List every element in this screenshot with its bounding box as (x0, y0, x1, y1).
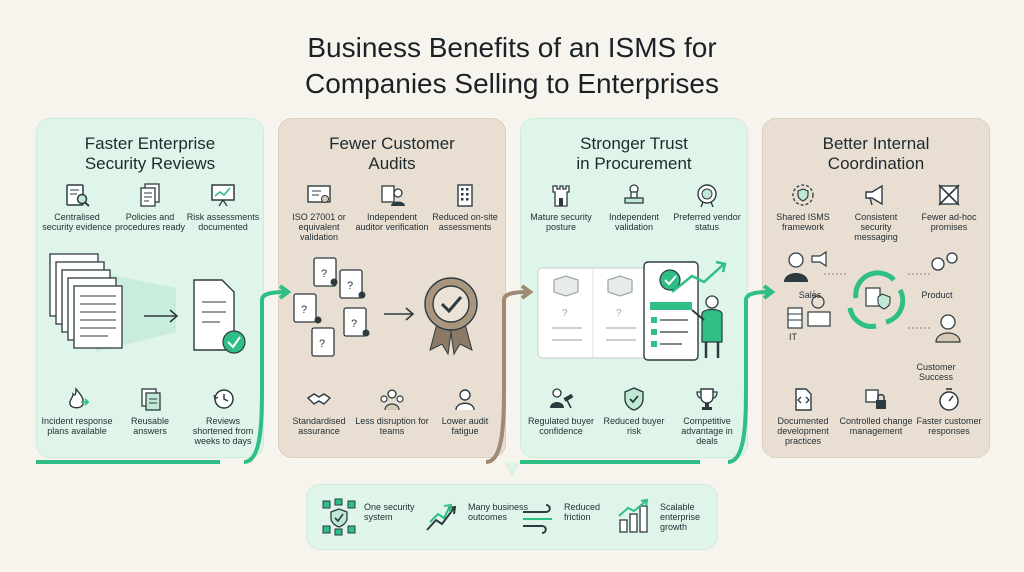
benefit-item: Regulated buyer confidence (524, 386, 598, 436)
summary-bar: One security system Many business outcom… (306, 484, 718, 550)
trophy-icon (696, 388, 718, 410)
benefit-item: Reusable answers (113, 386, 187, 436)
svg-text:?: ? (351, 318, 357, 330)
presentation-chart-icon (211, 184, 235, 207)
title-line-1: Business Benefits of an ISMS for (307, 32, 717, 63)
person-icon (455, 389, 475, 411)
benefit-item: Lower audit fatigue (428, 386, 502, 436)
benefit-item: Independent auditor verification (355, 182, 429, 232)
benefit-item: Competitive advantage in deals (670, 386, 744, 446)
role-it: IT (789, 332, 797, 342)
svg-text:?: ? (319, 338, 325, 350)
svg-text:?: ? (562, 308, 568, 319)
benefit-item: Consistent security messaging (839, 182, 913, 242)
benefit-item: Faster customer responses (912, 386, 986, 436)
clipboards-to-seal-illustration: ????? (293, 257, 478, 357)
building-icon (457, 184, 473, 207)
benefit-item: Mature security posture (524, 182, 598, 232)
benefit-item: Documented development practices (766, 386, 840, 446)
certificate-icon (307, 185, 331, 203)
benefit-item: Controlled change management (839, 386, 913, 436)
stamp-icon (624, 184, 644, 204)
network-shield-icon (322, 498, 356, 536)
auditor-icon (381, 185, 405, 206)
benefit-item: Less disruption for teams (355, 386, 429, 436)
role-sales: Sales (798, 290, 822, 300)
clock-history-icon (213, 389, 234, 409)
vendor-badge-icon (697, 184, 717, 208)
panel-title: Fewer Customer Audits (329, 134, 455, 173)
reusable-answers-icon (141, 388, 161, 411)
coordination-cycle-illustration (784, 250, 961, 343)
benefit-item: Standardised assurance (282, 386, 356, 436)
svg-text:?: ? (301, 304, 307, 316)
panel-stronger-trust: Stronger Trust in Procurement Mature sec… (520, 118, 748, 458)
growth-arrows-icon (426, 503, 457, 531)
benefit-item: Independent validation (597, 182, 671, 232)
team-icon (380, 389, 404, 411)
title-line-2: Companies Selling to Enterprises (305, 68, 719, 99)
benefit-item: Centralised security evidence (40, 182, 114, 232)
incident-fire-icon (69, 387, 90, 409)
tower-icon (552, 185, 570, 207)
panel-internal-coordination: Better Internal Coordination Shared ISMS… (762, 118, 990, 458)
controlled-change-icon (865, 389, 886, 409)
panel-title: Stronger Trust in Procurement (576, 134, 692, 173)
panel-title: Faster Enterprise Security Reviews (84, 134, 216, 173)
panel-faster-reviews: Faster Enterprise Security Reviews Centr… (36, 118, 264, 458)
benefit-item: Preferred vendor status (670, 182, 744, 232)
wind-icon (523, 504, 552, 534)
benefit-item: Incident response plans available (40, 386, 114, 436)
document-search-icon (66, 184, 90, 207)
svg-text:?: ? (321, 268, 327, 280)
svg-text:?: ? (347, 280, 353, 292)
growth-chart-icon (618, 498, 649, 533)
stacked-documents-icon (140, 183, 160, 207)
shield-check-icon (624, 387, 644, 411)
benefit-item: Shared ISMS framework (766, 182, 840, 232)
procurement-checklist-illustration: ?? (537, 260, 727, 361)
handshake-icon (306, 393, 332, 405)
benefit-item: Policies and procedures ready (113, 182, 187, 232)
framework-icon (792, 184, 814, 206)
benefit-item: Fewer ad-hoc promises (912, 182, 986, 232)
documents-to-checked-file-illustration (49, 253, 246, 354)
stopwatch-icon (939, 388, 959, 411)
svg-text:?: ? (616, 308, 622, 319)
crossed-promise-icon (938, 184, 960, 206)
panel-fewer-audits: Fewer Customer Audits ISO 27001 or equiv… (278, 118, 506, 458)
benefit-item: ISO 27001 or equivalent validation (282, 182, 356, 242)
code-document-icon (795, 388, 812, 411)
gavel-buyer-icon (550, 388, 574, 409)
role-product: Product (921, 290, 953, 300)
benefit-item: Risk assessments documented (186, 182, 260, 232)
page-title: Business Benefits of an ISMS for Compani… (0, 30, 1024, 102)
benefit-item: Reviews shortened from weeks to days (186, 386, 260, 446)
benefit-item: Reduced on-site assessments (428, 182, 502, 232)
benefit-item: Reduced buyer risk (597, 386, 671, 436)
megaphone-icon (865, 184, 883, 206)
panel-title: Better Internal Coordination (822, 134, 930, 173)
role-customer-success: Customer Success (916, 362, 956, 382)
